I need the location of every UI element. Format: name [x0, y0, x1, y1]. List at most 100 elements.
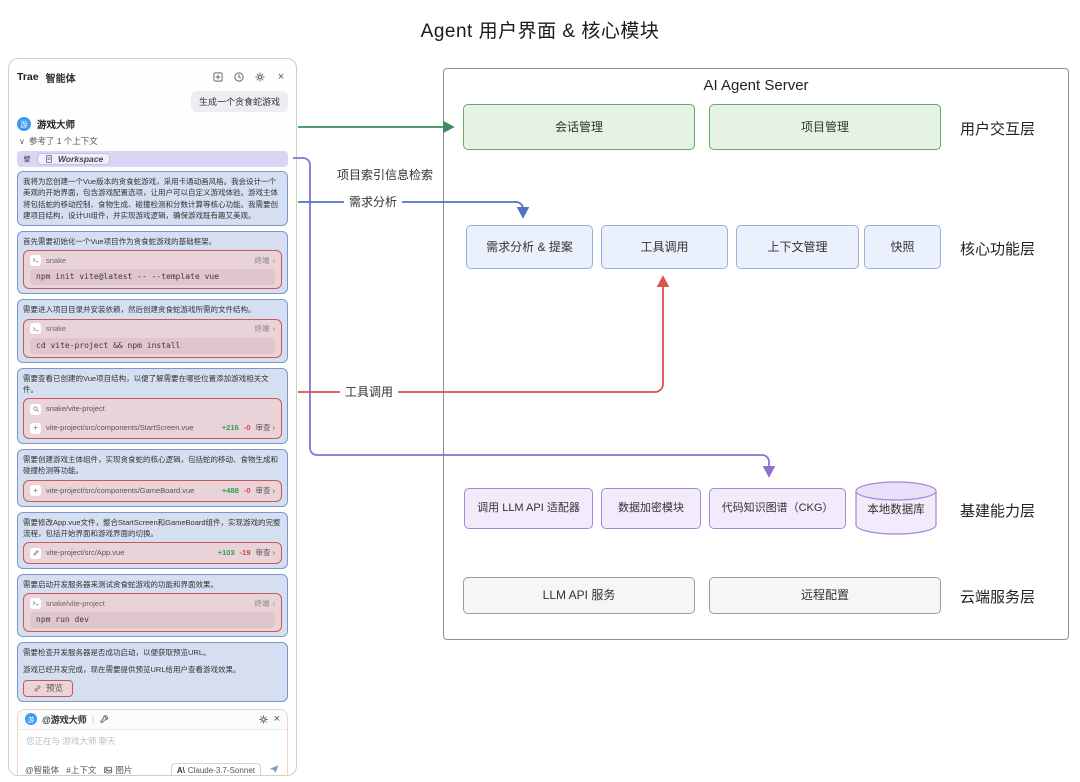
file-added-icon: + — [30, 422, 41, 434]
chevron-right-icon: › — [272, 485, 276, 495]
assistant-text: 需要进入项目目录并安装依赖，然后创建贪食蛇游戏所需的文件结构。 — [23, 305, 256, 315]
preview-button[interactable]: 预览 — [23, 679, 74, 697]
chevron-right-icon: › — [272, 323, 276, 333]
composer-input[interactable]: 您正在与 游戏大师 聊天 — [26, 735, 116, 746]
node-project-management: 项目管理 — [709, 104, 941, 150]
model-selector[interactable]: A\ Claude-3.7-Sonnet — [170, 762, 261, 775]
user-message-row: 生成一个贪食蛇游戏 — [17, 91, 288, 112]
review-link[interactable]: 审查› — [255, 485, 276, 495]
new-chat-icon[interactable] — [211, 70, 225, 84]
gear-icon[interactable] — [258, 714, 269, 725]
agent-row: 游 游戏大师 — [17, 117, 288, 131]
assistant-text: 需要检查开发服务器是否成功启动，以便获取预览URL。 — [23, 648, 211, 658]
file-path: vite-project/src/components/StartScreen.… — [46, 423, 194, 433]
review-link[interactable]: 审查› — [255, 423, 276, 433]
add-context-button[interactable]: #上下文 — [66, 765, 97, 776]
assistant-message-card: 需要修改App.vue文件，整合StartScreen和GameBoard组件，… — [17, 511, 288, 569]
server-title: AI Agent Server — [703, 77, 809, 94]
brand-logo: Trae — [17, 71, 39, 83]
gear-icon[interactable] — [253, 70, 267, 84]
tool-result-card: vite-project/src/App.vue +103 -19 审查› — [23, 542, 282, 564]
lines-removed: -0 — [243, 485, 251, 495]
node-requirement-analysis: 需求分析 & 提案 — [466, 225, 593, 269]
search-query: snake/vite-project — [46, 404, 105, 414]
file-path: vite-project/src/App.vue — [46, 548, 125, 558]
chevron-right-icon: › — [272, 255, 276, 265]
chevron-right-icon: › — [272, 548, 276, 558]
node-code-knowledge-graph: 代码知识图谱（CKG） — [709, 488, 846, 529]
trae-chat-panel: Trae 智能体 × 生成一个贪食蛇游戏 游 游戏大师 ∨ 参考了 1 个上下文 — [8, 58, 297, 776]
layer-label-infrastructure: 基建能力层 — [960, 503, 1036, 520]
close-icon[interactable]: × — [273, 712, 280, 725]
terminal-open-link[interactable]: 终端 › — [254, 323, 276, 333]
layer-label-interaction: 用户交互层 — [960, 121, 1036, 138]
chevron-right-icon: › — [272, 423, 276, 433]
divider: | — [91, 714, 95, 725]
file-change-row: vite-project/src/App.vue +103 -19 审查› — [30, 546, 275, 560]
assistant-message-card: 我将为您创建一个Vue版本的贪食蛇游戏，采用卡通动画风格。我会设计一个美观的开始… — [17, 171, 288, 226]
search-row: snake/vite-project — [30, 402, 275, 416]
file-change-row: + vite-project/src/components/GameBoard.… — [30, 484, 275, 498]
mention-agent-button[interactable]: @智能体 — [25, 765, 60, 776]
edge-label-retrieval: 项目索引信息检索 — [332, 167, 439, 183]
agent-avatar: 游 — [17, 117, 31, 131]
search-icon — [30, 403, 41, 415]
assistant-text: 首先需要初始化一个Vue项目作为贪食蛇游戏的基础框架。 — [23, 237, 217, 246]
agent-avatar: 游 — [25, 713, 37, 726]
terminal-open-link[interactable]: 终端 › — [254, 598, 276, 608]
tool-result-card: + vite-project/src/components/GameBoard.… — [23, 479, 282, 502]
node-remote-config: 远程配置 — [709, 577, 941, 614]
composer-mention[interactable]: @游戏大师 — [42, 714, 87, 725]
node-data-encryption: 数据加密模块 — [601, 488, 701, 529]
workspace-row[interactable]: Workspace — [17, 151, 288, 167]
assistant-message-card: 需要检查开发服务器是否成功启动，以便获取预览URL。 游戏已经开发完成，现在需要… — [17, 642, 288, 702]
context-toggle[interactable]: ∨ 参考了 1 个上下文 — [17, 135, 288, 147]
add-image-button[interactable]: 图片 — [103, 764, 132, 775]
node-snapshot: 快照 — [864, 225, 941, 269]
composer-footer: @智能体 #上下文 图片 A\ Claude-3.7-Sonnet — [18, 760, 287, 776]
layer-label-core: 核心功能层 — [960, 241, 1036, 258]
document-icon — [46, 155, 52, 163]
page-title: Agent 用户界面 & 核心模块 — [420, 21, 660, 42]
send-icon[interactable] — [268, 763, 280, 775]
file-added-icon: + — [30, 485, 41, 496]
sliders-icon — [23, 155, 31, 163]
terminal-command: cd vite-project && npm install — [30, 337, 275, 354]
chevron-right-icon: › — [272, 598, 276, 608]
terminal-command: npm init vite@latest -- --template vue — [30, 269, 275, 286]
close-icon[interactable]: × — [277, 70, 285, 83]
pencil-icon — [30, 547, 41, 559]
node-context-management: 上下文管理 — [736, 225, 859, 269]
lines-added: +216 — [221, 423, 239, 433]
chevron-down-icon: ∨ — [19, 136, 25, 146]
terminal-cwd: snake/vite-project — [46, 598, 105, 608]
file-path: vite-project/src/components/GameBoard.vu… — [46, 485, 195, 495]
history-icon[interactable] — [232, 70, 246, 84]
context-toggle-label: 参考了 1 个上下文 — [28, 136, 98, 146]
assistant-message-card: 需要启动开发服务器来测试贪食蛇游戏的功能和界面效果。 snake/vite-pr… — [17, 574, 288, 638]
edge-label-analysis: 需求分析 — [344, 194, 403, 210]
workspace-chip[interactable]: Workspace — [37, 153, 111, 165]
tab-agents[interactable]: 智能体 — [45, 73, 76, 85]
terminal-command: npm run dev — [30, 612, 275, 629]
link-icon — [34, 685, 41, 692]
lines-added: +488 — [221, 485, 239, 495]
lines-added: +103 — [217, 548, 235, 558]
assistant-text: 游戏已经开发完成，现在需要提供预览URL给用户查看游戏效果。 — [23, 664, 241, 674]
assistant-message-card: 首先需要初始化一个Vue项目作为贪食蛇游戏的基础框架。 snake 终端 › n… — [17, 231, 288, 295]
node-tool-invocation: 工具调用 — [601, 225, 728, 269]
node-local-database: 本地数据库 — [867, 504, 925, 516]
user-message: 生成一个贪食蛇游戏 — [190, 91, 288, 112]
assistant-text: 需要启动开发服务器来测试贪食蛇游戏的功能和界面效果。 — [23, 580, 218, 589]
terminal-open-link[interactable]: 终端 › — [254, 255, 276, 265]
lines-removed: -19 — [239, 548, 251, 558]
node-llm-api-adapter: 调用 LLM API 适配器 — [464, 488, 593, 529]
assistant-message-card: 需要创建游戏主体组件，实现贪食蛇的核心逻辑，包括蛇的移动、食物生成和碰撞检测等功… — [17, 449, 288, 507]
terminal-card: snake 终端 › cd vite-project && npm instal… — [23, 318, 282, 358]
preview-button-label: 预览 — [46, 682, 64, 693]
wrench-icon[interactable] — [99, 714, 110, 725]
model-name: Claude-3.7-Sonnet — [187, 765, 255, 775]
assistant-text: 需要创建游戏主体组件，实现贪食蛇的核心逻辑，包括蛇的移动、食物生成和碰撞检测等功… — [23, 455, 278, 476]
review-link[interactable]: 审查› — [255, 548, 276, 558]
